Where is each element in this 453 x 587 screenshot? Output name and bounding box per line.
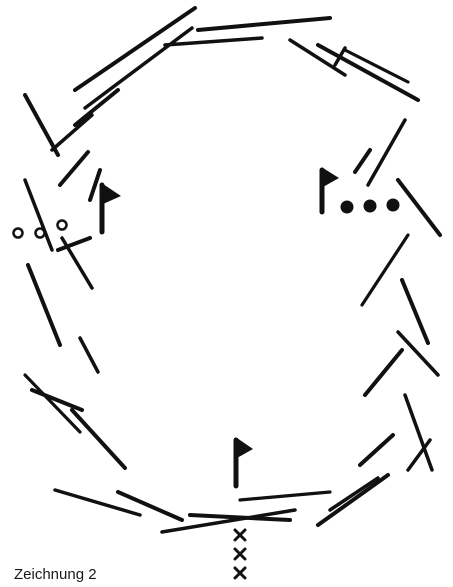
flag-left-pennant [103, 184, 121, 204]
track-stroke [118, 492, 182, 520]
track-stroke [55, 490, 140, 515]
flag-left [102, 184, 121, 232]
dot-marker [341, 201, 354, 214]
track-stroke [240, 492, 330, 500]
track-stroke [198, 18, 330, 30]
track-stroke [330, 478, 378, 510]
cross-marker [235, 530, 245, 540]
track-stroke [365, 350, 402, 395]
flag-right-pennant [323, 168, 339, 187]
track-stroke [398, 332, 438, 375]
oval-track [25, 8, 440, 532]
track-stroke [75, 8, 195, 90]
track-stroke [318, 45, 418, 100]
track-stroke [190, 515, 290, 520]
track-stroke [80, 338, 98, 372]
track-stroke [85, 28, 192, 108]
bottom-markers [235, 530, 245, 578]
track-stroke [28, 265, 60, 345]
track-stroke [405, 395, 432, 470]
track-stroke [25, 180, 52, 250]
cross-marker [235, 549, 245, 559]
track-stroke [355, 150, 370, 172]
track-stroke [25, 375, 80, 432]
track-stroke [318, 475, 388, 525]
track-stroke [398, 180, 440, 235]
track-stroke [90, 170, 100, 200]
track-stroke [75, 90, 118, 125]
cross-marker [235, 568, 245, 578]
track-stroke [25, 95, 58, 155]
track-stroke [402, 280, 428, 343]
flag-bottom-pennant [237, 438, 253, 458]
track-stroke [368, 120, 405, 185]
track-stroke [72, 410, 125, 468]
circle-marker [36, 229, 45, 238]
flag-right [322, 168, 339, 212]
track-stroke [360, 435, 393, 465]
circle-marker [58, 221, 67, 230]
dot-marker [387, 199, 400, 212]
dot-marker [364, 200, 377, 213]
right-markers [341, 199, 400, 214]
track-stroke [60, 152, 88, 185]
flag-bottom [236, 438, 253, 486]
track-stroke [52, 115, 92, 150]
track-stroke [362, 235, 408, 305]
circle-marker [14, 229, 23, 238]
figure-caption: Zeichnung 2 [14, 566, 97, 584]
